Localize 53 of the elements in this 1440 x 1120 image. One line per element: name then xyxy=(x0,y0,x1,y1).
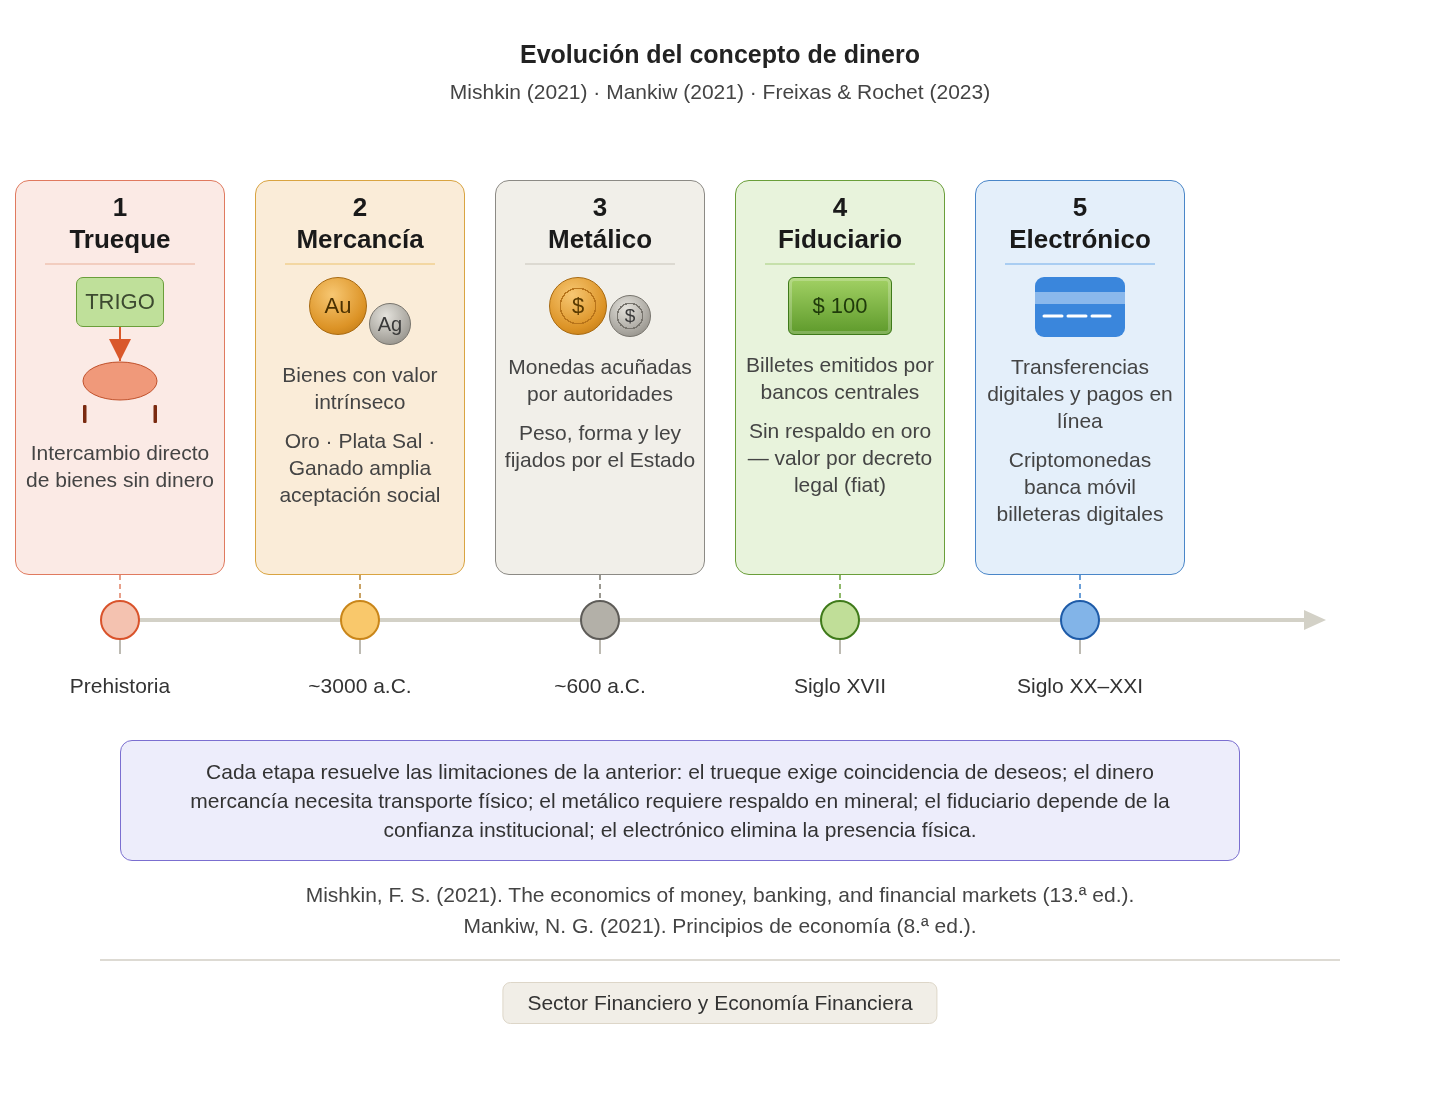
date-label: Prehistoria xyxy=(69,674,171,698)
arrow xyxy=(109,326,131,362)
dashed-connector xyxy=(599,574,601,601)
coin: Ag xyxy=(369,303,411,345)
dashed-connector xyxy=(839,574,841,601)
ellipse-figure xyxy=(81,361,159,423)
date-label: Siglo XVII xyxy=(793,674,887,698)
date-label: ~600 a.C. xyxy=(554,674,646,698)
stage-detail: Criptomonedas banca móvil billeteras digitales xyxy=(995,447,1165,527)
stage-number: 4 xyxy=(832,191,848,223)
stage-description: Transferencias digitales y pagos en línea xyxy=(986,354,1174,434)
dashed-connector xyxy=(119,574,121,601)
banknote: $ 100 xyxy=(788,277,892,335)
stage-description: Monedas acuñadas por autoridades xyxy=(507,354,693,407)
stage-card xyxy=(495,180,705,575)
timeline-dot xyxy=(100,600,140,640)
dashed-connector xyxy=(1079,574,1081,601)
subtitle: Mishkin (2021) · Mankiw (2021) · Freixas & Rochet (2023) xyxy=(449,80,991,104)
stage-title: Fiduciario xyxy=(777,223,903,255)
stage-detail: Peso, forma y ley fijados por el Estado xyxy=(504,420,696,473)
stage-detail: Oro · Plata Sal · Ganado amplia aceptación social xyxy=(278,428,442,508)
coin: Au xyxy=(309,277,367,335)
timeline-dot xyxy=(580,600,620,640)
page-title: Evolución del concepto de dinero xyxy=(519,40,921,69)
stage-number: 3 xyxy=(592,191,608,223)
date-label: Siglo XX–XXI xyxy=(1016,674,1144,698)
date-label: ~3000 a.C. xyxy=(308,674,412,698)
stage-card xyxy=(975,180,1185,575)
stage-description: Bienes con valor intrínseco xyxy=(281,362,439,415)
stage-number: 2 xyxy=(352,191,368,223)
stage-number: 1 xyxy=(112,191,128,223)
timeline-dot xyxy=(340,600,380,640)
coin: $ xyxy=(549,277,607,335)
stage-detail: Sin respaldo en oro — valor por decreto legal (fiat) xyxy=(746,418,934,498)
stage-number: 5 xyxy=(1072,191,1088,223)
stage-card xyxy=(255,180,465,575)
dashed-connector xyxy=(359,574,361,601)
stage-title: Trueque xyxy=(69,223,171,255)
footer-badge: Sector Financiero y Economía Financiera xyxy=(502,982,938,1024)
commodity-box: TRIGO xyxy=(76,277,164,327)
stage-card xyxy=(15,180,225,575)
timeline-dot xyxy=(820,600,860,640)
stage-title: Electrónico xyxy=(1009,223,1151,255)
stage-description: Billetes emitidos por bancos centrales xyxy=(745,352,935,405)
stage-title: Metálico xyxy=(548,223,652,255)
stage-card xyxy=(735,180,945,575)
reference-text: Mishkin, F. S. (2021). The economics of money, banking, and financial markets (13.ª ed.). xyxy=(305,883,1135,907)
stage-description: Intercambio directo de bienes sin dinero xyxy=(25,440,215,493)
note-box: Cada etapa resuelve las limitaciones de la anterior: el trueque exige coincidencia de deseos; el dinero mercancía necesita transporte físico; el metálico requiere respaldo en mineral; el fiduciario depende de la confianza institucional; el electrónico elimina la presencia física. xyxy=(120,740,1240,861)
coin: $ xyxy=(609,295,651,337)
timeline-dot xyxy=(1060,600,1100,640)
stage-title: Mercancía xyxy=(296,223,424,255)
reference-text: Mankiw, N. G. (2021). Principios de economía (8.ª ed.). xyxy=(463,914,977,938)
